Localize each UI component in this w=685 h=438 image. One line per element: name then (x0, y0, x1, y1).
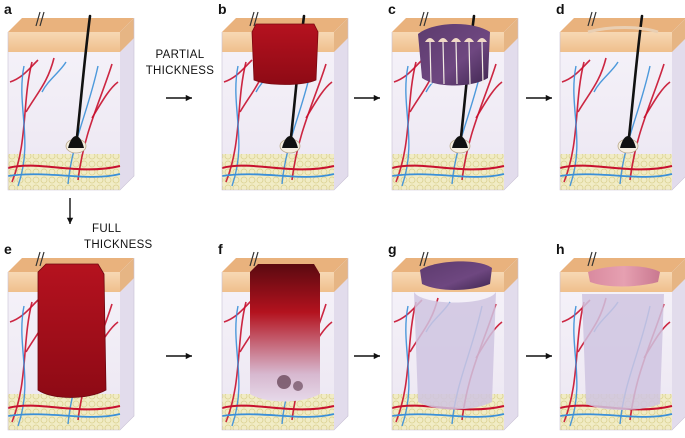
epidermis-layer (560, 32, 672, 52)
epidermis-top-surface (560, 258, 685, 272)
cut-mark-icon (587, 251, 597, 267)
cut-mark-icon (587, 11, 597, 27)
subcutaneous-fat (560, 154, 672, 190)
epidermis-layer (8, 32, 120, 52)
epithelial-cell (451, 38, 461, 42)
arrow-f-to-g (354, 352, 380, 360)
hair-shaft (74, 14, 92, 148)
epithelial-cell (477, 38, 487, 42)
cut-mark-icon (35, 251, 45, 267)
skin-panel-g (391, 251, 519, 431)
block-side-face (120, 18, 134, 190)
panel-label-a: a (4, 1, 12, 17)
cut-mark-icon (249, 11, 259, 27)
blood-clot (250, 264, 320, 402)
partial-thickness-wound (251, 23, 319, 85)
epidermis-top-surface (8, 18, 134, 32)
caption-full-line1: FULL (92, 223, 122, 235)
panel-label-f: f (218, 241, 223, 257)
panel-label-g: g (388, 241, 397, 257)
skin-panel-a (7, 11, 135, 191)
subcutaneous-fat (392, 154, 504, 190)
arrow-c-to-d (526, 94, 552, 102)
block-side-face (504, 18, 518, 190)
block-side-face (504, 258, 518, 430)
cut-mark-icon (419, 251, 429, 267)
cut-mark-icon (419, 11, 429, 27)
caption-partial-line2: THICKNESS (146, 65, 215, 77)
scab (418, 23, 490, 86)
block-side-face (334, 18, 348, 190)
epidermis-top-surface (560, 18, 685, 32)
panel-label-c: c (388, 1, 396, 17)
panel-label-h: h (556, 241, 565, 257)
blood-vessels (391, 57, 505, 187)
scar-tissue (582, 294, 664, 410)
skin-panel-b (221, 11, 349, 191)
blood-vessels (7, 57, 121, 187)
epithelial-cell (438, 38, 448, 42)
caption-partial-line1: PARTIAL (156, 49, 205, 61)
granulation-tissue (414, 292, 496, 410)
block-side-face (672, 259, 685, 430)
arrow-a-to-e (66, 198, 74, 224)
block-side-face (120, 258, 134, 430)
subcutaneous-fat (8, 154, 120, 190)
scab (420, 261, 492, 290)
skin-panel-c (391, 11, 519, 191)
subcutaneous-fat (8, 394, 120, 430)
hair-shaft (626, 14, 644, 148)
scar-surface (588, 266, 660, 287)
arrow-a-to-b (166, 94, 192, 102)
arrow-b-to-c (354, 94, 380, 102)
block-side-face (672, 19, 685, 190)
arrow-e-to-f (166, 352, 192, 360)
arrow-g-to-h (526, 352, 552, 360)
caption-full-line2: THICKNESS (84, 239, 153, 251)
epithelial-cell (464, 38, 474, 42)
blood-vessels (559, 57, 673, 187)
process-arrows (66, 94, 552, 360)
cut-mark-icon (35, 11, 45, 27)
full-thickness-wound (37, 263, 107, 398)
skin-panel-h (559, 251, 685, 431)
panel-label-e: e (4, 241, 12, 257)
subcutaneous-fat (222, 154, 334, 190)
epithelial-cell (425, 38, 435, 42)
panel-label-d: d (556, 1, 565, 17)
skin-panel-d (559, 11, 685, 191)
skin-panel-e (7, 251, 135, 431)
regenerated-epidermis (587, 26, 659, 34)
panel-label-b: b (218, 1, 227, 17)
cut-mark-icon (249, 251, 259, 267)
block-side-face (334, 258, 348, 430)
skin-panel-f (221, 251, 349, 431)
